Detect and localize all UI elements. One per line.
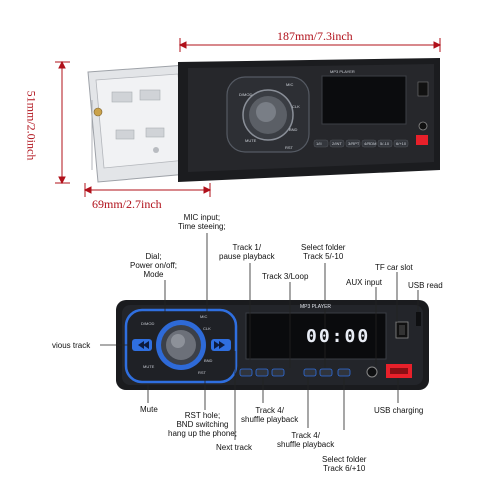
knob-label-bnd: BND xyxy=(204,358,213,363)
tf-card-slot[interactable] xyxy=(416,312,421,326)
top-knob-label-dmod: D/MOD xyxy=(239,92,253,97)
knob-label-clk: CLK xyxy=(203,326,211,331)
top-panel-title: MP3 PLAYER xyxy=(330,69,355,74)
label-usb-read: USB read xyxy=(408,281,443,290)
key-6[interactable] xyxy=(337,368,351,377)
top-knob-label-bnd: BND xyxy=(289,127,298,132)
label-dial: Dial; Power on/off; Mode xyxy=(130,252,177,279)
top-key-3: 3/RPT xyxy=(348,141,360,146)
lcd-display xyxy=(245,312,387,360)
top-key-5: 5/-10 xyxy=(380,141,390,146)
label-track1: Track 1/ pause playback xyxy=(219,243,275,261)
label-rst: RST hole; BND switching hang up the phon… xyxy=(168,411,237,438)
label-track4b: Track 4/ shuffle playback xyxy=(277,431,335,449)
aux-jack[interactable] xyxy=(366,366,378,378)
display-readout: 00:00 xyxy=(306,326,371,347)
label-track3: Track 3/Loop xyxy=(262,272,309,281)
label-mic-input: MIC input; Time steeing; xyxy=(178,213,226,231)
label-track4a: Track 4/ shuffle playback xyxy=(241,406,299,424)
label-previous-track: vious track xyxy=(52,341,91,350)
top-knob-label-rst: RST xyxy=(285,145,293,150)
label-tf: TF car slot xyxy=(375,263,413,272)
top-key-6: 6/+10 xyxy=(396,141,407,146)
front-panel-top xyxy=(178,58,440,182)
label-next-track: Next track xyxy=(216,443,253,452)
top-key-2: 2/INT xyxy=(332,141,342,146)
label-mute: Mute xyxy=(140,405,158,414)
width-dimension: 187mm/7.3inch xyxy=(277,29,353,43)
key-3[interactable] xyxy=(271,368,285,377)
knob-label-mute: MUTE xyxy=(143,364,155,369)
depth-dimension: 69mm/2.7inch xyxy=(92,197,162,211)
callout-lines xyxy=(100,233,419,440)
knob-label-dmod: D/MOD xyxy=(141,321,155,326)
key-5[interactable] xyxy=(319,368,333,377)
label-folder-up: Select folder Track 5/-10 xyxy=(301,243,346,261)
label-usb-charging: USB charging xyxy=(374,406,424,415)
top-knob-label-mic: MIC xyxy=(286,82,294,87)
top-key-1: 1/II xyxy=(316,141,322,146)
key-2[interactable] xyxy=(255,368,269,377)
label-folder-down: Select folder Track 6/+10 xyxy=(322,455,367,473)
top-knob-label-clk: CLK xyxy=(292,104,300,109)
panel-title: MP3 PLAYER xyxy=(300,304,332,310)
knob-label-rst: RST xyxy=(198,370,206,375)
key-4[interactable] xyxy=(303,368,317,377)
label-aux: AUX input xyxy=(346,278,383,287)
top-knob-label-mute: MUTE xyxy=(245,138,257,143)
knob-label-mic: MIC xyxy=(200,314,208,319)
dimension-lines xyxy=(55,38,442,197)
key-1[interactable] xyxy=(239,368,253,377)
top-key-4: 4/RDM xyxy=(364,141,377,146)
